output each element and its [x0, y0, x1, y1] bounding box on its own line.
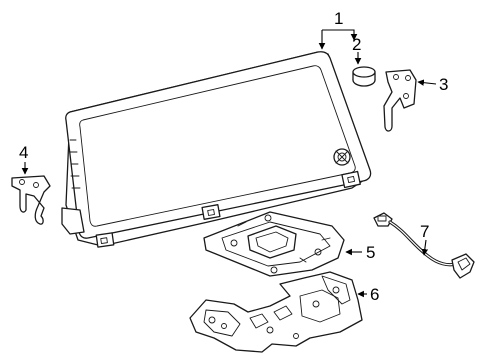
- callout-6: 6: [370, 285, 379, 304]
- leader-lines: [21, 29, 437, 298]
- display-housing-part: [61, 51, 372, 248]
- callout-1: 1: [334, 9, 343, 28]
- right-bracket-part: [383, 69, 417, 132]
- grommet-part: [352, 66, 376, 87]
- callout-2: 2: [352, 35, 361, 54]
- module-bracket-part: [203, 211, 345, 277]
- callout-3: 3: [439, 75, 448, 94]
- left-bracket-part: [11, 175, 51, 225]
- lower-bracket-part: [189, 271, 363, 353]
- callout-7: 7: [420, 222, 429, 241]
- wire-harness-part: [373, 212, 475, 279]
- callout-5: 5: [366, 243, 375, 262]
- callout-4: 4: [19, 143, 28, 162]
